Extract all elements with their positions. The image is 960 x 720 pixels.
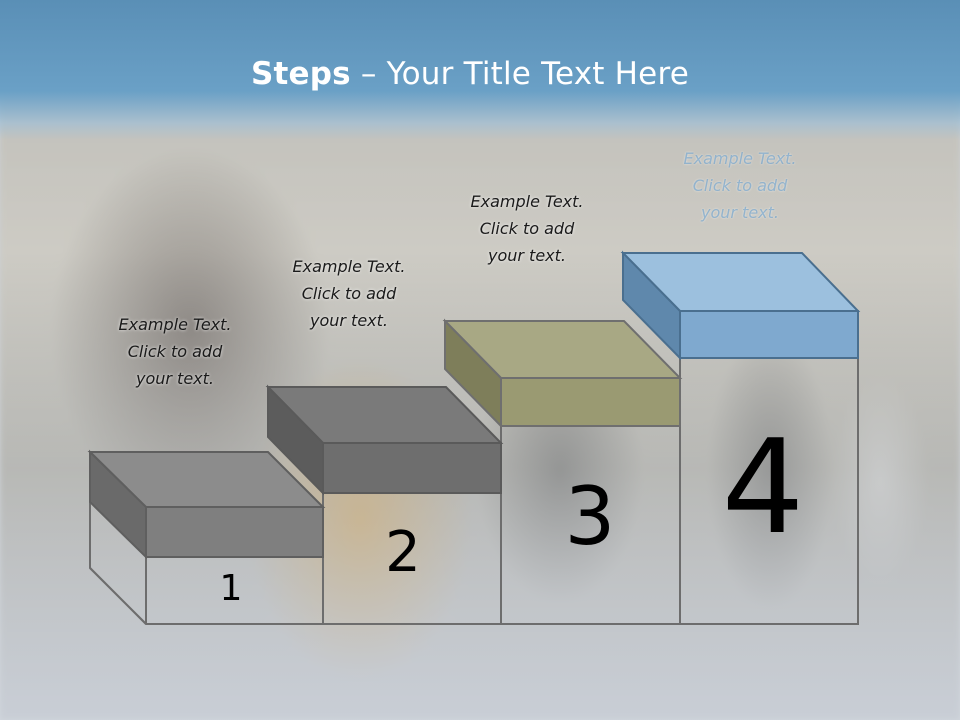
caption-line: Click to add [127, 342, 223, 361]
caption-line: Click to add [692, 176, 788, 195]
step-2-caption[interactable]: Example Text. Click to add your text. [274, 253, 424, 334]
title-bar [0, 0, 960, 140]
caption-line: Example Text. [118, 315, 232, 334]
slide-title[interactable]: Steps – Your Title Text Here [0, 56, 940, 92]
step-2-block[interactable] [265, 384, 504, 496]
step-4-block[interactable] [620, 250, 861, 361]
title-rest: – Your Title Text Here [350, 56, 689, 92]
caption-line: Example Text. [292, 257, 406, 276]
step-1-caption[interactable]: Example Text. Click to add your text. [100, 311, 250, 392]
step-3-caption[interactable]: Example Text. Click to add your text. [452, 188, 602, 269]
step-3-block[interactable] [442, 318, 683, 429]
caption-line: Example Text. [683, 149, 797, 168]
caption-line: Example Text. [470, 192, 584, 211]
caption-line: your text. [135, 369, 214, 388]
caption-line: your text. [700, 203, 779, 222]
caption-line: your text. [487, 246, 566, 265]
step-1-block[interactable] [87, 449, 326, 560]
caption-line: Click to add [301, 284, 397, 303]
title-bold: Steps [250, 56, 351, 92]
step-4-caption[interactable]: Example Text. Click to add your text. [665, 145, 815, 226]
caption-line: your text. [309, 311, 388, 330]
caption-line: Click to add [479, 219, 575, 238]
step-2-number: 2 [385, 520, 421, 585]
staircase-outline [89, 358, 859, 625]
step-1-number: 1 [219, 568, 243, 609]
step-3-number: 3 [564, 470, 616, 563]
step-4-number: 4 [721, 411, 805, 563]
